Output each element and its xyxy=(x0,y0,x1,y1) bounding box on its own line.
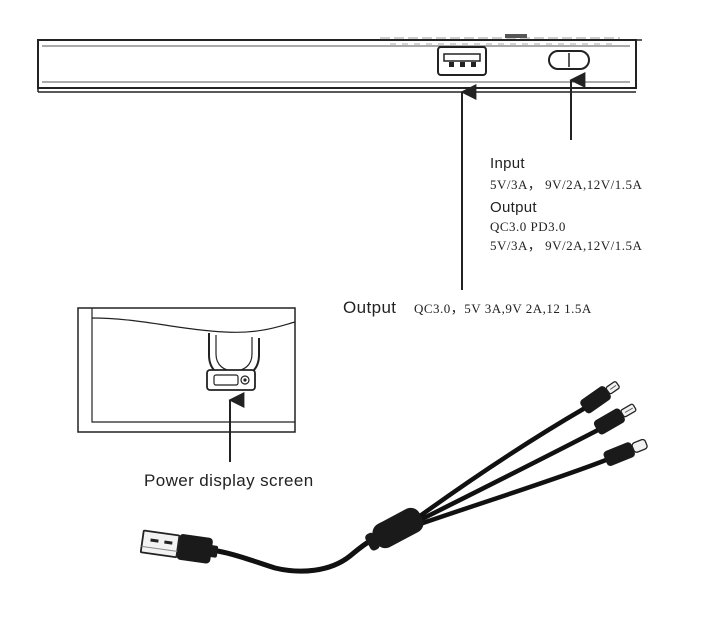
input-spec: 5V/3A， 9V/2A,12V/1.5A xyxy=(490,177,643,192)
side-output-protocols: QC3.0 PD3.0 xyxy=(490,219,566,234)
cable-branch-bottom xyxy=(417,457,609,527)
side-output-title: Output xyxy=(490,199,537,216)
power-bank-front-detail xyxy=(77,307,296,433)
usb-a-plug-icon xyxy=(139,529,219,564)
display-screen-icon xyxy=(206,369,256,391)
usb-output-title: Output xyxy=(343,298,397,317)
cable-branch-top xyxy=(417,405,588,519)
main-cable xyxy=(202,533,383,574)
side-output-spec: 5V/3A， 9V/2A,12V/1.5A xyxy=(490,238,643,253)
three-in-one-cable xyxy=(139,381,648,574)
usb-a-port-icon xyxy=(437,46,487,76)
usb-c-plug-icon xyxy=(603,438,648,466)
lightning-plug-icon xyxy=(580,381,620,414)
lightning-plug-icon-2 xyxy=(593,403,637,435)
top-detail-strip xyxy=(380,34,620,45)
display-screen-label: Power display screen xyxy=(144,471,314,490)
input-title: Input xyxy=(490,155,525,172)
cable-branch-middle xyxy=(417,427,601,523)
cable-splitter xyxy=(365,507,424,551)
usb-c-port-icon xyxy=(548,50,590,70)
usb-output-spec: QC3.0，5V 3A,9V 2A,12 1.5A xyxy=(414,301,592,316)
